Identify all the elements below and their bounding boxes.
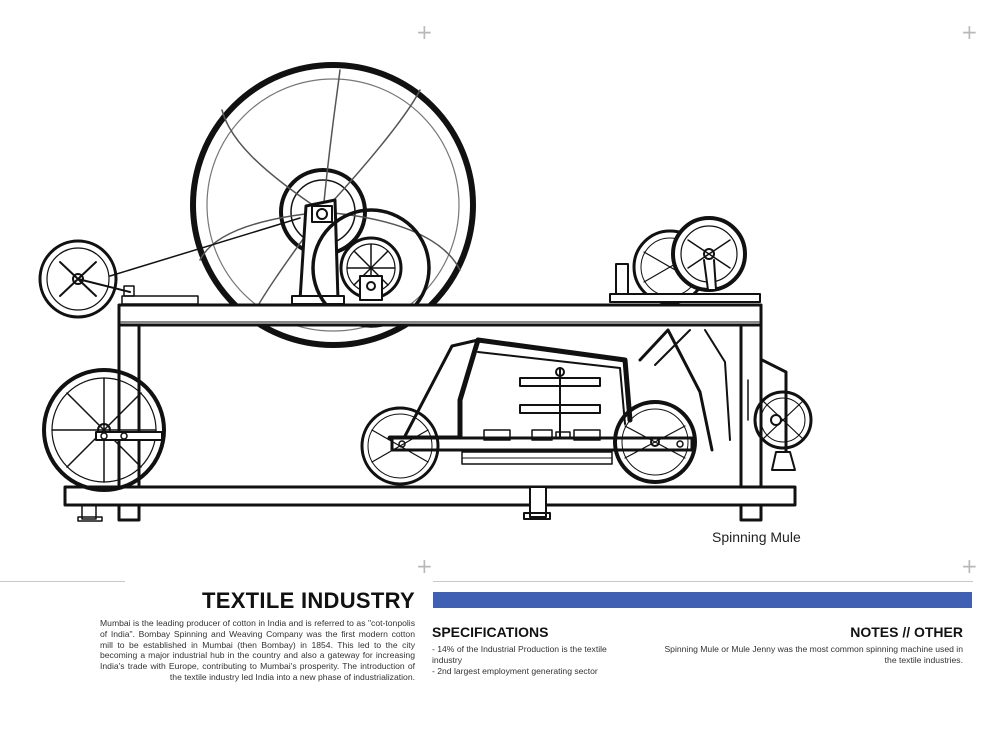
specifications-list: - 14% of the Industrial Production is th…	[432, 644, 617, 676]
left-divider	[0, 581, 125, 582]
medium-wheel	[311, 208, 431, 328]
right-mechanism	[609, 216, 813, 471]
crop-mark-icon: +	[961, 20, 978, 44]
main-frame	[63, 303, 797, 522]
notes-heading: NOTES // OTHER	[850, 624, 963, 640]
flywheel-support	[291, 198, 345, 305]
spinning-mule-illustration	[38, 62, 813, 522]
specifications-heading: SPECIFICATIONS	[432, 624, 549, 640]
description-text: Mumbai is the leading producer of cotton…	[100, 618, 415, 682]
crop-mark-icon: +	[416, 20, 433, 44]
crop-mark-icon: +	[416, 554, 433, 578]
accent-bar	[433, 592, 972, 608]
page-title: TEXTILE INDUSTRY	[202, 588, 415, 613]
small-left-wheel	[38, 217, 301, 319]
specification-item: - 2nd largest employment generating sect…	[432, 665, 598, 676]
illustration-caption: Spinning Mule	[712, 529, 801, 545]
right-divider	[433, 581, 973, 582]
specification-item: - 14% of the Industrial Production is th…	[432, 644, 607, 665]
notes-text: Spinning Mule or Mule Jenny was the most…	[664, 644, 963, 665]
carriage	[360, 337, 697, 486]
bottom-left-wheel	[42, 368, 166, 492]
crop-mark-icon: +	[961, 554, 978, 578]
